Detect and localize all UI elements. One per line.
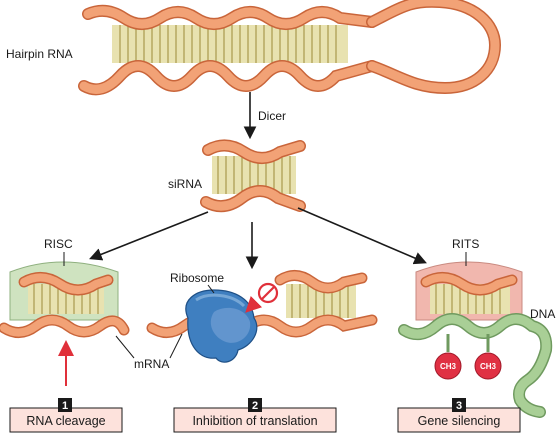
sirna-label: siRNA xyxy=(168,177,202,191)
hairpin-rna-label: Hairpin RNA xyxy=(6,47,73,61)
inhibition-icon xyxy=(245,282,279,313)
mrna-pointer-right xyxy=(169,333,183,359)
ribosome-label: Ribosome xyxy=(170,271,224,285)
hairpin-rna xyxy=(78,0,502,96)
outcome-3-label: Gene silencing xyxy=(418,414,501,428)
rits-label: RITS xyxy=(452,237,479,251)
outcome-3: 3 Gene silencing xyxy=(397,398,521,433)
ribosome-pointer xyxy=(207,284,215,294)
dicer-label: Dicer xyxy=(258,109,286,123)
outcome-1-label: RNA cleavage xyxy=(26,414,105,428)
methyl-label-1: CH3 xyxy=(440,362,457,371)
outcome-2-label: Inhibition of translation xyxy=(192,414,317,428)
arrow-to-risc xyxy=(89,211,209,261)
mrna-label: mRNA xyxy=(134,357,169,371)
rits-complex xyxy=(415,261,523,321)
methyl-label-2: CH3 xyxy=(480,362,497,371)
outcome-1-number: 1 xyxy=(62,400,68,412)
arrow-to-rits xyxy=(297,207,427,265)
dna-strand xyxy=(398,313,553,418)
risc-label: RISC xyxy=(44,237,73,251)
mrna-pointer-left xyxy=(115,335,135,359)
methyl-group-1: CH3 xyxy=(434,334,462,380)
methyl-group-2: CH3 xyxy=(474,334,502,380)
outcome-3-number: 3 xyxy=(456,400,462,412)
risc-complex xyxy=(0,261,130,338)
dna-label: DNA xyxy=(530,307,555,321)
sirna xyxy=(200,139,306,213)
outcome-2: 2 Inhibition of translation xyxy=(173,398,337,433)
outcome-1: 1 RNA cleavage xyxy=(9,398,123,433)
outcome-2-number: 2 xyxy=(252,400,258,412)
ribosome xyxy=(185,289,258,363)
